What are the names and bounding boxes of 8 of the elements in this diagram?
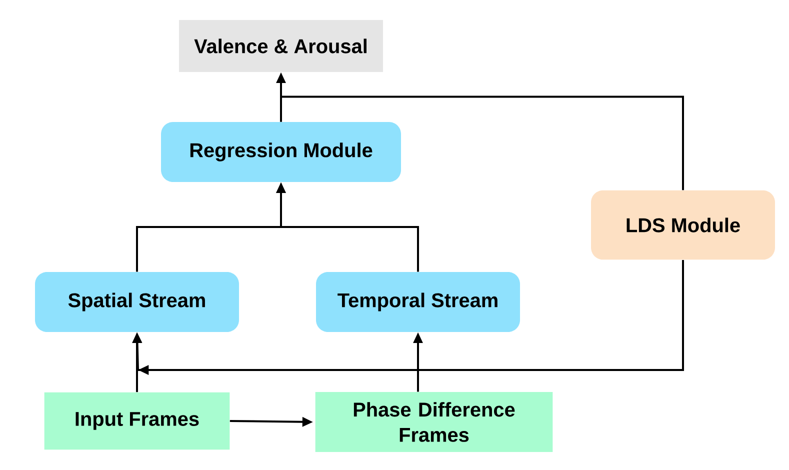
stream-box: Spatial Stream [35,272,239,332]
stream-box: Temporal Stream [316,272,520,332]
module-box: Regression Module [161,122,401,182]
input-box: Phase Difference Frames [315,392,553,452]
input-box: Input Frames [44,392,230,450]
output-box: Valence & Arousal [179,20,383,72]
arrow [132,260,684,375]
module-box: LDS Module [591,190,775,260]
